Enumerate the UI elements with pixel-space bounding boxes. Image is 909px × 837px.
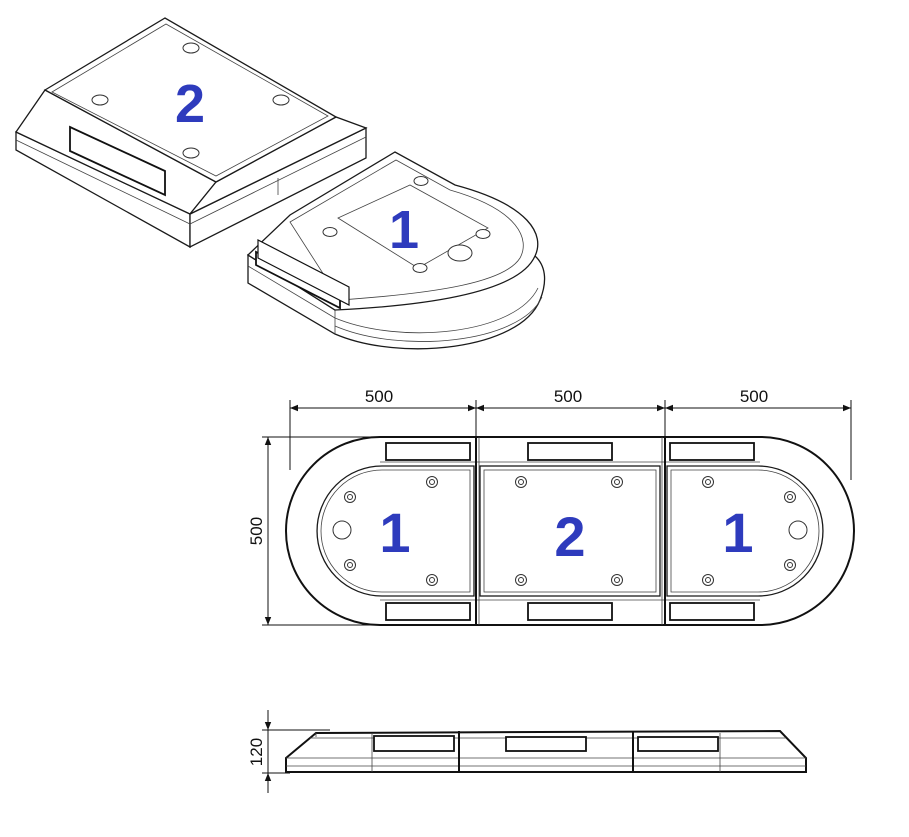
dimension-width-middle: 500 [554, 387, 582, 406]
top-view-holes [332, 476, 808, 586]
dimension-height: 120 [247, 710, 330, 793]
top-view: 500 500 500 500 [247, 387, 855, 626]
dimension-width-left: 500 [365, 387, 393, 406]
dimension-depth-label: 500 [247, 517, 266, 545]
top-view-label-right: 1 [722, 501, 753, 564]
top-view-windows [385, 442, 755, 621]
dimension-width-right: 500 [740, 387, 768, 406]
iso-module-1: 1 [246, 151, 546, 350]
isometric-view: 2 1 [15, 17, 546, 350]
iso-module-1-label: 1 [389, 200, 419, 260]
top-view-label-left: 1 [379, 501, 410, 564]
side-view: 120 [247, 710, 807, 793]
top-view-label-middle: 2 [554, 505, 585, 568]
dimension-widths: 500 500 500 [289, 387, 852, 480]
iso-module-2-label: 2 [175, 74, 205, 134]
dimension-depth: 500 [247, 436, 380, 626]
dimension-height-label: 120 [247, 738, 266, 766]
iso-module-2: 2 [15, 17, 368, 249]
